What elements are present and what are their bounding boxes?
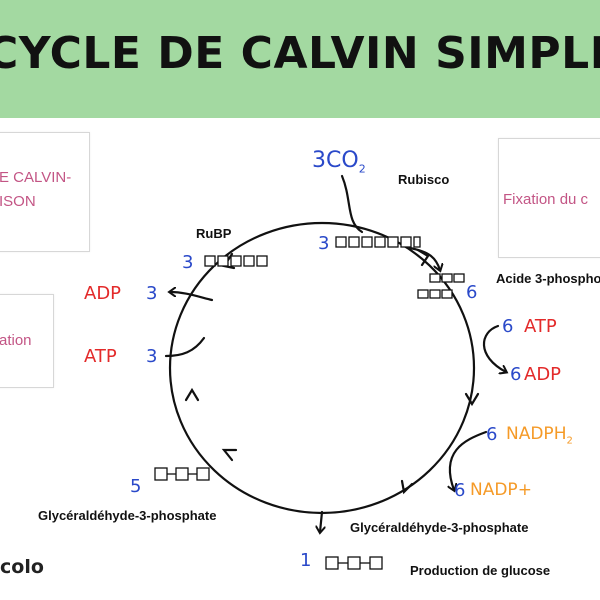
nadp-label: NADP+ — [470, 480, 532, 500]
nadph-arrow — [450, 430, 488, 490]
ring-arrow-right — [464, 392, 480, 407]
g3p-left-chain — [154, 467, 210, 481]
card-left-top: E CALVIN- ISON — [0, 132, 90, 252]
acide-chain — [417, 273, 465, 299]
count-adp-left: 3 — [146, 283, 158, 304]
co2-subscript: 2 — [358, 162, 366, 176]
count-atp-left: 3 — [146, 346, 158, 367]
production-label: Production de glucose — [410, 563, 551, 578]
count-g3p-left: 5 — [130, 476, 142, 497]
g3p-bottom-label: Glycéraldéhyde-3-phosphate — [350, 520, 529, 535]
adp-left-arrow — [170, 292, 214, 302]
co2-text: 3CO — [312, 148, 359, 173]
count-atp: 6 — [502, 316, 514, 337]
card-right-top-text: Fixation du c — [503, 191, 589, 208]
count-nadp: 6 — [454, 480, 466, 501]
ring-arrow-bottom-right — [400, 479, 414, 495]
acide-label: Acide 3-phospho — [496, 271, 600, 286]
count-adp: 6 — [510, 364, 522, 385]
count-c6: 3 — [318, 233, 330, 254]
atp-left-label: ATP — [84, 346, 117, 367]
g3p-left-label: Glycéraldéhyde-3-phosphate — [38, 508, 217, 523]
page-title: CYCLE DE CALVIN SIMPLIFIÉ — [0, 28, 600, 79]
nadph-subscript: 2 — [566, 435, 573, 447]
count-rubp: 3 — [182, 252, 194, 273]
count-glucose: 1 — [300, 550, 312, 571]
adp-left-label: ADP — [84, 283, 122, 304]
rubisco-label: Rubisco — [398, 172, 450, 187]
count-acide: 6 — [466, 282, 478, 303]
glucose-arrow — [320, 510, 322, 532]
atp-left-arrow — [164, 336, 206, 358]
rubp-label: RuBP — [196, 226, 232, 241]
glucose-chain — [325, 556, 383, 570]
card-left-top-line2: ISON — [0, 193, 36, 210]
ring-arrow-left — [184, 387, 200, 402]
count-nadph: 6 — [486, 424, 498, 445]
brand-logo-text: colo — [0, 556, 44, 578]
co2-arrow — [340, 174, 364, 234]
co2-label: 3CO2 — [312, 148, 366, 175]
card-left-mid: ation — [0, 294, 54, 388]
c6-chain — [335, 236, 421, 248]
acide-arrow — [408, 246, 440, 270]
nadph-text: NADPH — [506, 424, 567, 444]
atp-arrow — [482, 324, 506, 372]
title-banner: CYCLE DE CALVIN SIMPLIFIÉ — [0, 0, 600, 118]
atp-right-label: ATP — [524, 316, 557, 337]
card-right-top: Fixation du c — [498, 138, 600, 258]
card-left-top-line1: E CALVIN- — [0, 169, 72, 186]
ring-arrow-bottom-left — [221, 448, 238, 462]
adp-right-label: ADP — [524, 364, 562, 385]
card-left-mid-text: ation — [0, 332, 32, 349]
rubp-chain — [204, 255, 268, 267]
nadph-label: NADPH2 — [506, 424, 573, 446]
